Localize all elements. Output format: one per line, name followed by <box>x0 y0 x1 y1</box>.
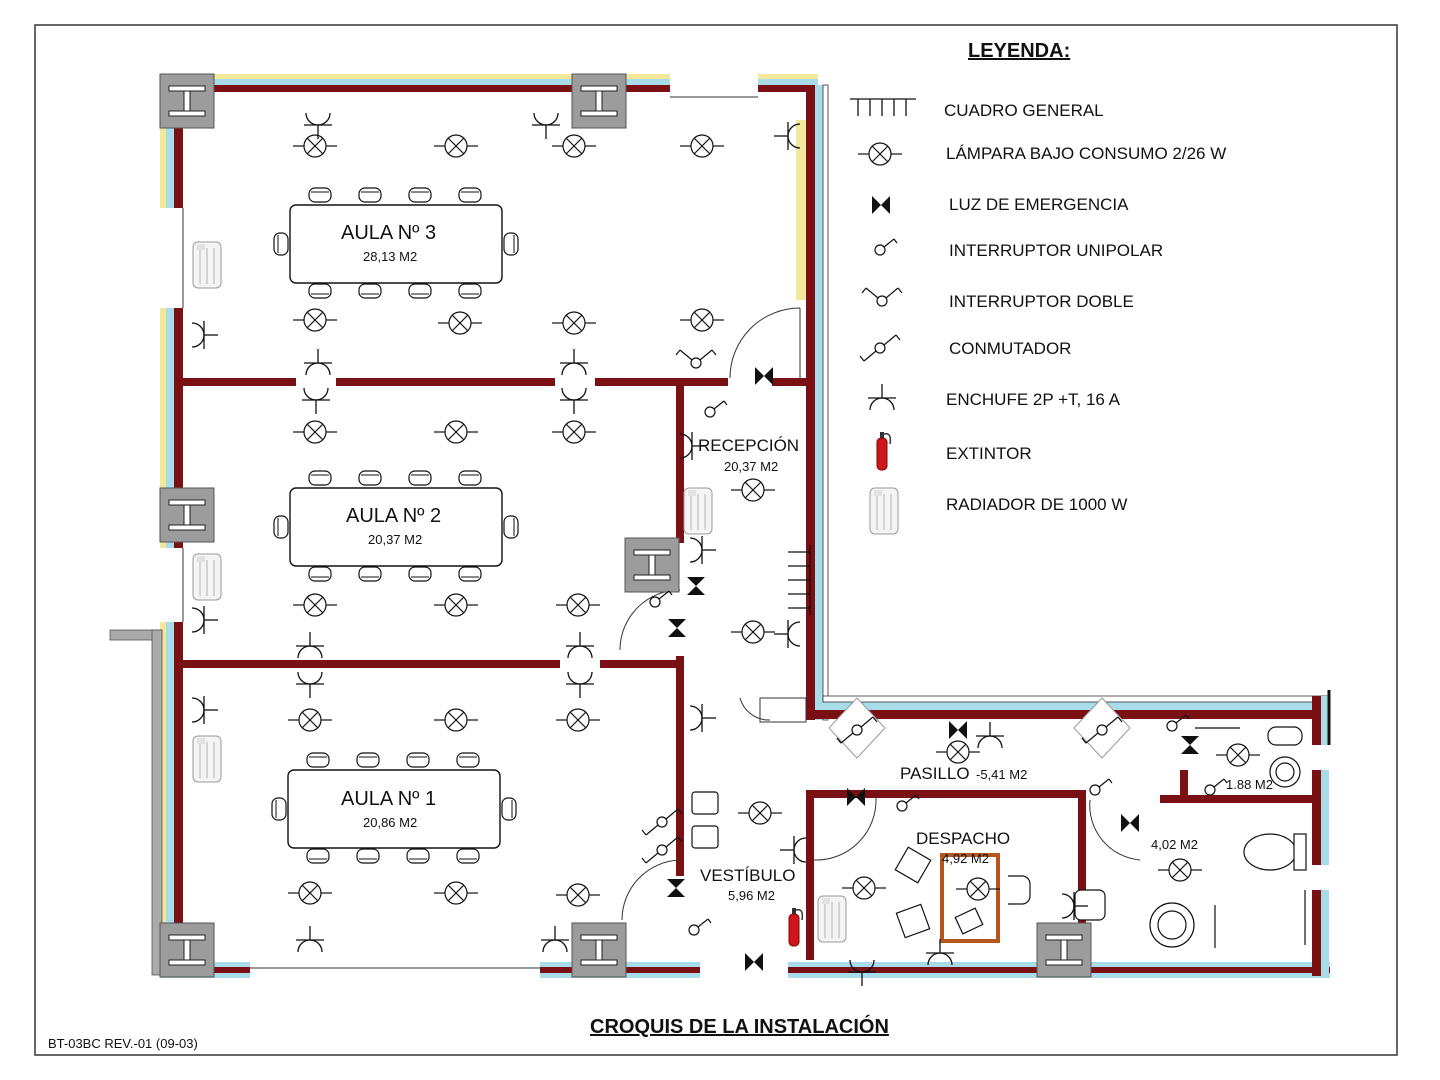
room-name-pasillo: PASILLO <box>900 764 970 783</box>
aula1-table <box>271 752 517 864</box>
luz-emergencia-icon <box>872 196 890 214</box>
cuadro-general-icon <box>850 98 916 116</box>
page-frame <box>34 24 1398 1056</box>
legend-label-luz-emergencia: LUZ DE EMERGENCIA <box>949 195 1129 214</box>
sanitarios <box>1149 726 1307 948</box>
extintor-icon <box>876 431 892 471</box>
legend-title: LEYENDA: <box>968 40 1071 62</box>
interruptor-unipolar-icon <box>874 238 898 256</box>
legend-symbols <box>850 98 916 535</box>
legend-label-extintor: EXTINTOR <box>946 444 1032 463</box>
room-area-aula2: 20,37 M2 <box>368 532 423 547</box>
legend-label-lampara: LÁMPARA BAJO CONSUMO 2/26 W <box>946 144 1227 163</box>
enchufe-icon <box>867 383 897 411</box>
room-name-recepcion: RECEPCIÓN <box>698 436 800 455</box>
legend-label-enchufe: ENCHUFE 2P +T, 16 A <box>946 390 1121 409</box>
room-name-aula3: AULA Nº 3 <box>341 222 437 244</box>
room-area-despacho: 4,92 M2 <box>942 851 989 866</box>
room-area-pasillo: -5,41 M2 <box>976 767 1028 782</box>
aula3-table <box>273 187 519 299</box>
room-area-vestibulo: 5,96 M2 <box>728 888 775 903</box>
legend-label-interruptor-doble: INTERRUPTOR DOBLE <box>949 292 1134 311</box>
room-area-aseo-pequeno: 1.88 M2 <box>1226 777 1273 792</box>
legend-label-interruptor-unipolar: INTERRUPTOR UNIPOLAR <box>949 241 1164 260</box>
cuadro-general-plan <box>788 545 811 615</box>
aula2-table <box>273 470 519 582</box>
room-name-vestibulo: VESTÍBULO <box>700 866 796 885</box>
room-area-aula3: 28,13 M2 <box>363 249 418 264</box>
legend-label-cuadro-general: CUADRO GENERAL <box>944 101 1104 120</box>
room-area-aseo: 4,02 M2 <box>1151 837 1198 852</box>
room-name-aula1: AULA Nº 1 <box>341 788 437 810</box>
conmutador-icon <box>859 334 901 362</box>
drawing-code: BT-03BC REV.-01 (09-03) <box>48 1036 198 1051</box>
legend-label-radiador: RADIADOR DE 1000 W <box>946 495 1128 514</box>
drawing-title: CROQUIS DE LA INSTALACIÓN <box>590 1016 889 1038</box>
extintor-plan <box>788 907 804 947</box>
radiador-icon <box>869 487 899 535</box>
legend-label-conmutador: CONMUTADOR <box>949 339 1072 358</box>
room-area-recepcion: 20,37 M2 <box>724 459 779 474</box>
despacho-desk <box>940 853 1000 943</box>
room-name-aula2: AULA Nº 2 <box>346 505 442 527</box>
interruptor-doble-icon <box>861 287 903 307</box>
lampara-icon <box>857 142 903 166</box>
room-name-despacho: DESPACHO <box>916 829 1011 848</box>
room-area-aula1: 20,86 M2 <box>363 815 418 830</box>
